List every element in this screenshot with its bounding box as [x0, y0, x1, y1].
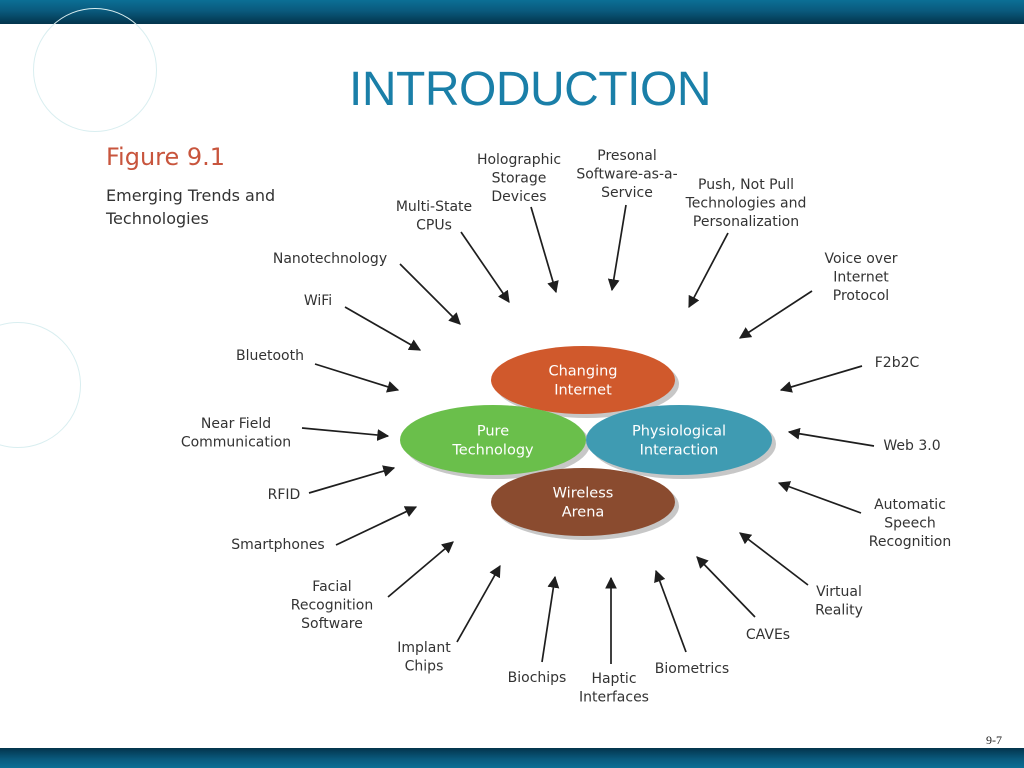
arrow-holographic-storage-devices	[530, 206, 559, 294]
trend-label-rfid: RFID	[268, 487, 301, 503]
core-node-label: Physiological	[632, 424, 726, 440]
core-node-label: Technology	[451, 443, 534, 459]
trend-label-biochips: Biochips	[508, 670, 567, 686]
decorative-circle	[33, 8, 157, 132]
trend-label-nanotechnology: Nanotechnology	[273, 251, 387, 267]
figure-caption: Emerging Trends and Technologies	[106, 186, 276, 228]
arrow-push-not-pull-technologies-and-personalization	[688, 232, 729, 309]
trend-label-web-3-0: Web 3.0	[883, 438, 940, 454]
trend-label-f2b2c: F2b2C	[875, 355, 920, 371]
top-bar	[0, 0, 1024, 24]
arrow-bluetooth	[314, 363, 400, 393]
bottom-bar	[0, 748, 1024, 768]
arrow-biochips	[541, 575, 560, 663]
arrow-f2b2c	[779, 365, 863, 393]
core-node-label: Changing	[548, 364, 617, 380]
arrow-caves	[696, 556, 756, 618]
core-node-label: Wireless	[553, 486, 614, 502]
arrow-biometrics	[654, 569, 687, 653]
arrow-smartphones	[335, 506, 418, 546]
arrow-presonal-software-as-a-service	[607, 204, 627, 292]
arrow-rfid	[308, 465, 396, 494]
arrow-near-field-communication	[301, 427, 390, 441]
trend-label-smartphones: Smartphones	[231, 537, 324, 553]
trend-label-wifi: WiFi	[304, 293, 332, 309]
page-number: 9-7	[986, 733, 1002, 747]
core-node-label: Internet	[554, 383, 612, 399]
arrow-nanotechnology	[399, 263, 461, 325]
arrow-facial-recognition-software	[387, 541, 454, 598]
arrow-voice-over-internet-protocol	[739, 290, 813, 339]
trend-label-biometrics: Biometrics	[655, 661, 729, 677]
core-node-label: Arena	[562, 505, 605, 521]
arrow-web-3-0	[787, 427, 875, 447]
arrow-automatic-speech-recognition	[777, 481, 862, 514]
core-node-label: Pure	[477, 424, 509, 440]
slide-title: INTRODUCTION	[349, 63, 711, 116]
arrow-multi-state-cpus	[460, 231, 510, 303]
figure-label: Figure 9.1	[106, 143, 226, 171]
arrow-implant-chips	[456, 564, 501, 643]
core-node-label: Interaction	[640, 443, 719, 459]
trend-label-bluetooth: Bluetooth	[236, 348, 304, 364]
arrow-wifi	[344, 306, 422, 351]
arrow-virtual-reality	[739, 532, 809, 586]
trend-label-caves: CAVEs	[746, 627, 790, 643]
